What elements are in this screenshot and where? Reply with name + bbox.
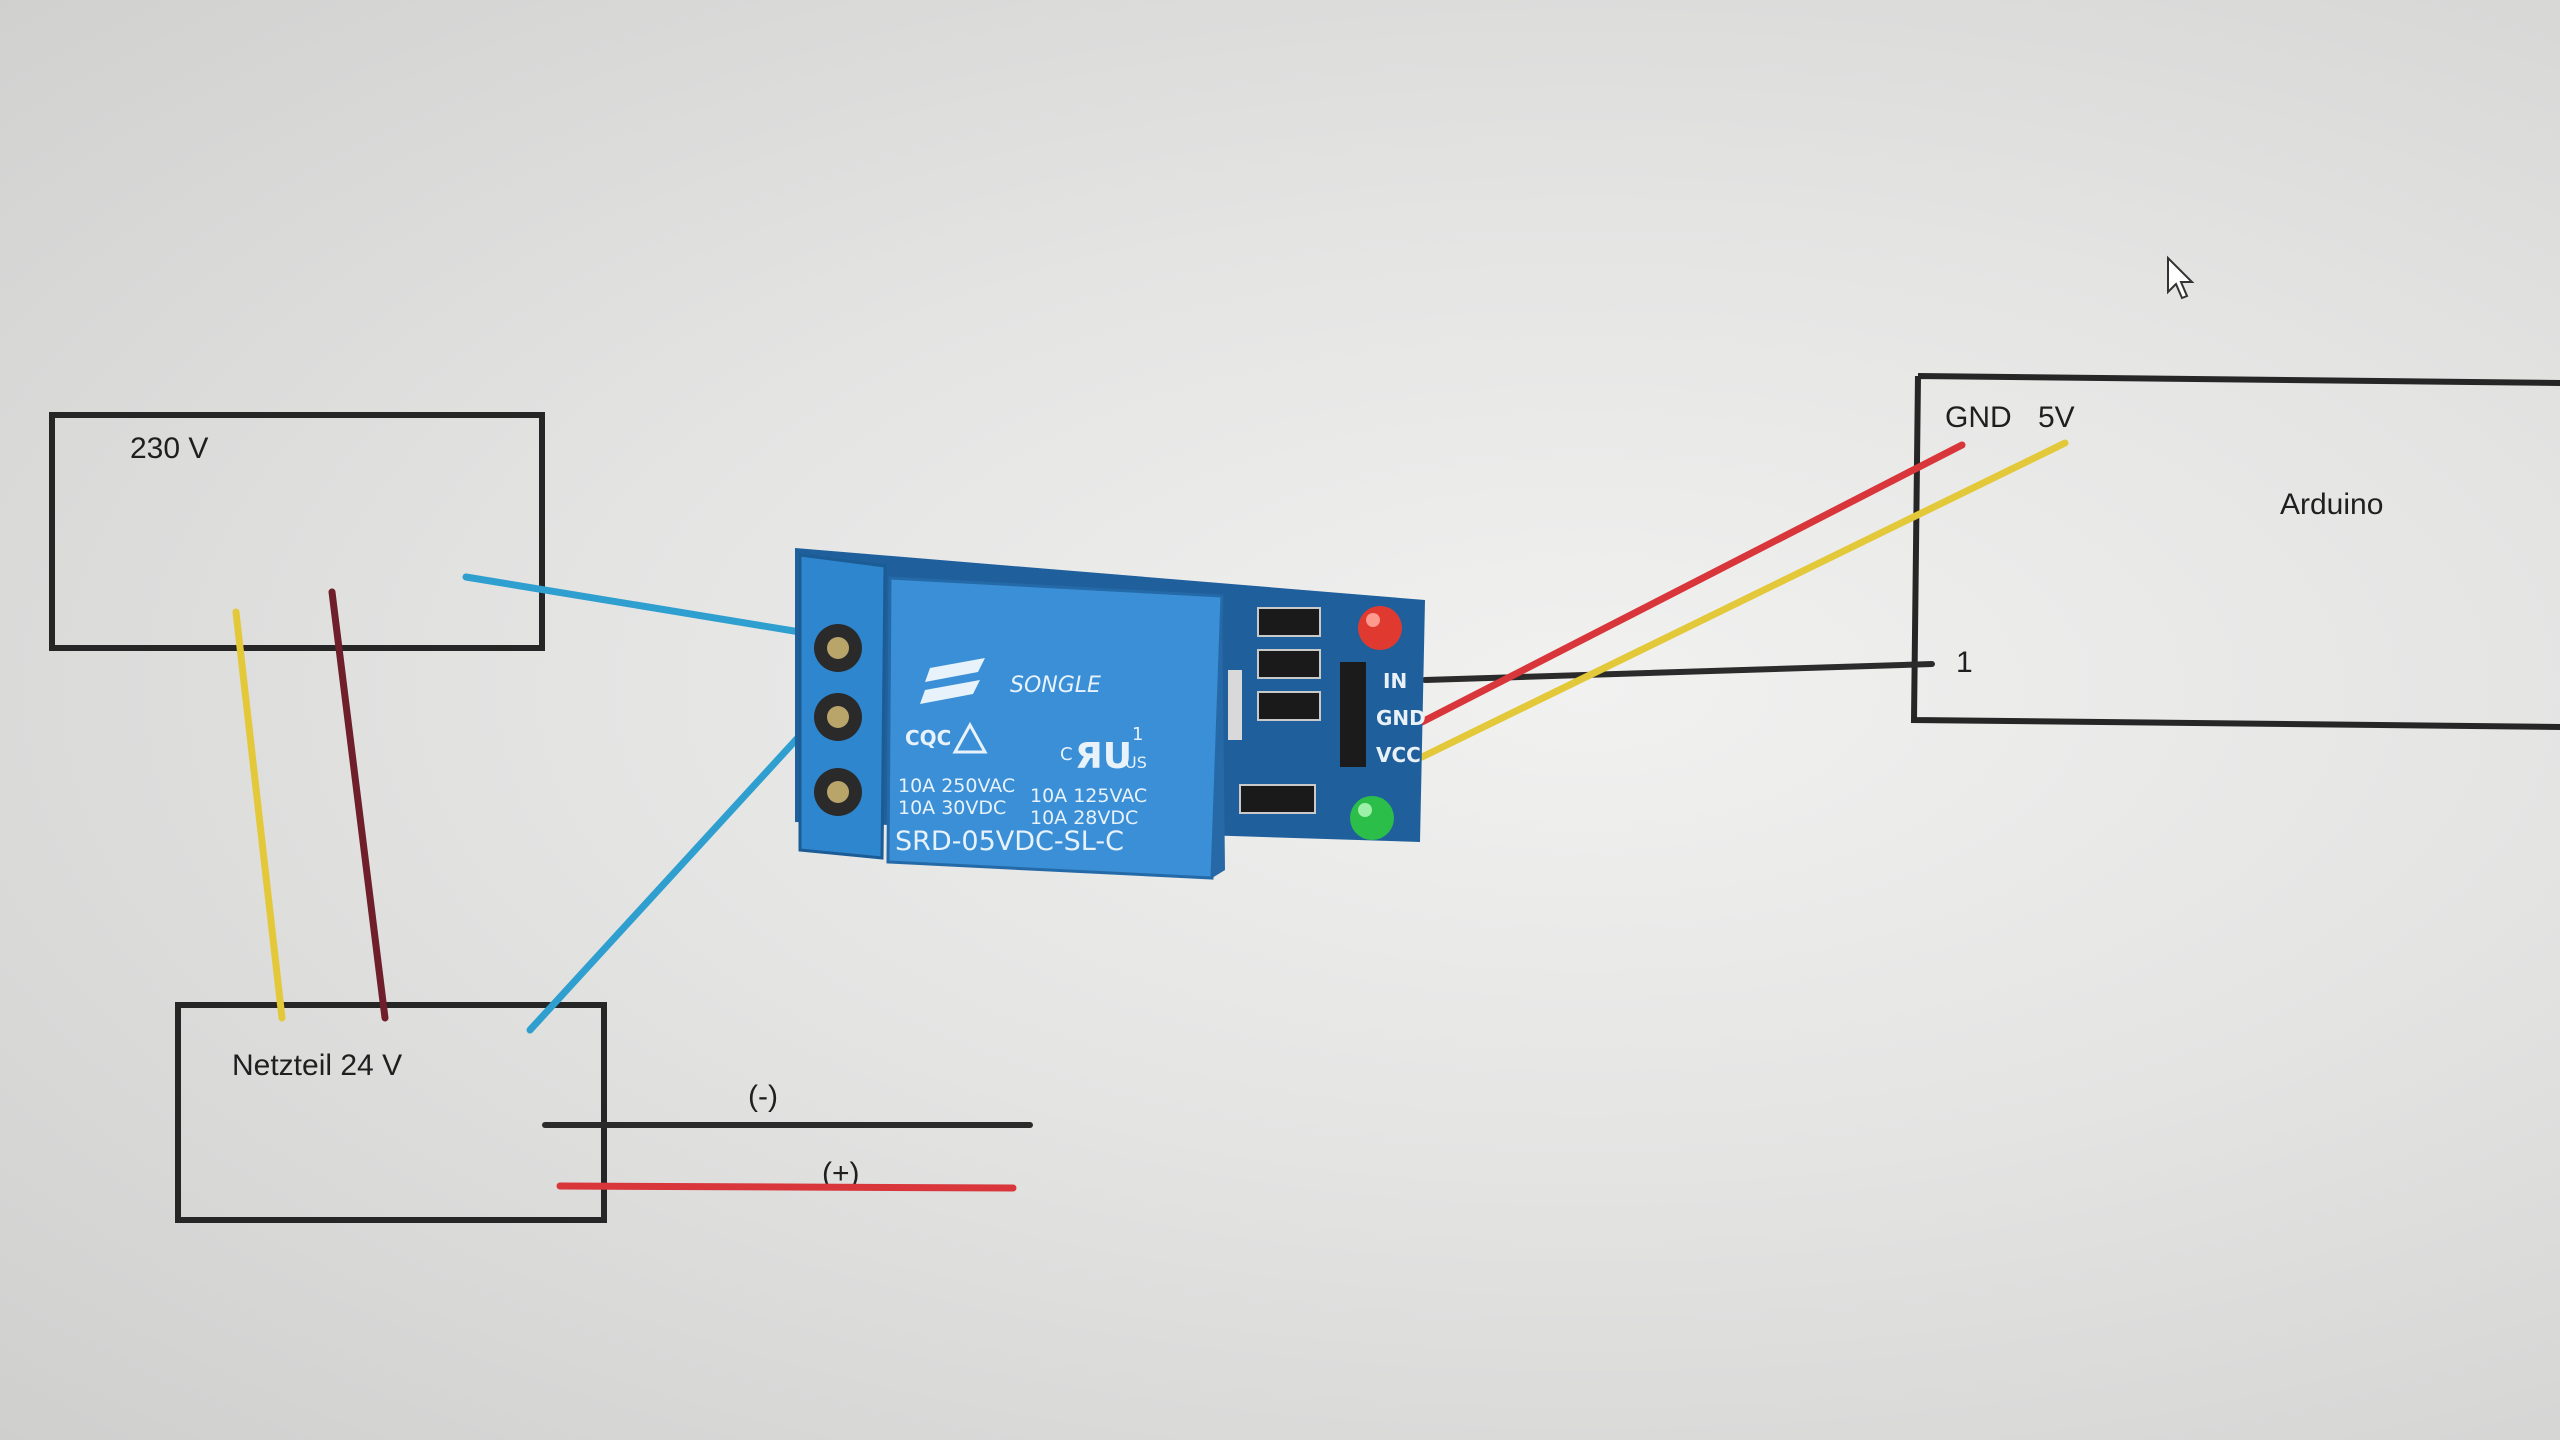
relay-pin-gnd: GND (1376, 706, 1426, 730)
blue-wire-mains-relay (462, 573, 804, 636)
relay-cert-cqc: CQC (905, 726, 951, 750)
ul-mark-icon: ЯU (1075, 736, 1132, 777)
psu-24v-box (175, 1002, 607, 1223)
mains-230v-box (49, 412, 545, 651)
relay-rating-1: 10A 250VAC (898, 775, 1015, 797)
status-led-green (1350, 796, 1394, 840)
pin-header (1340, 662, 1366, 767)
arduino-5v-label: 5V (2038, 401, 2075, 434)
relay-cert-us: US (1125, 753, 1147, 772)
relay-model: SRD-05VDC-SL-C (895, 826, 1124, 857)
relay-rating-4: 10A 28VDC (1030, 807, 1138, 829)
yellow-wire-vcc-5v (1418, 439, 2069, 761)
relay-rating-3: 10A 125VAC (1030, 785, 1147, 807)
relay-module: SONGLE CQC C ЯU 1 US 10A 250VAC 10A 30VD… (795, 548, 1426, 880)
power-led-red (1358, 606, 1402, 650)
mains-label: 230 V (130, 432, 208, 465)
relay-brand: SONGLE (1010, 673, 1101, 698)
psu-plus-wire (556, 1182, 1017, 1192)
relay-cert-one: 1 (1132, 724, 1143, 745)
blue-wire-psu-relay (526, 726, 809, 1034)
arduino-box (1910, 373, 2560, 730)
arduino-pin1-label: 1 (1956, 646, 1973, 679)
mouse-cursor-icon (2167, 255, 2195, 300)
terminal-screws (814, 624, 862, 816)
arduino-gnd-label: GND (1945, 401, 2012, 434)
relay-rating-2: 10A 30VDC (898, 797, 1006, 819)
psu-label: Netzteil 24 V (232, 1049, 402, 1082)
relay-pin-vcc: VCC (1376, 743, 1421, 767)
psu-minus-label: (-) (748, 1080, 778, 1113)
yellow-wire-mains-psu (232, 608, 286, 1022)
warning-triangle-icon (952, 721, 988, 754)
smd-components (1228, 607, 1321, 814)
arduino-label: Arduino (2280, 488, 2383, 521)
songle-logo-icon (920, 658, 985, 704)
red-wire-gnd (1418, 441, 1966, 726)
darkred-wire-mains-psu (328, 588, 389, 1022)
relay-pin-in: IN (1383, 669, 1407, 693)
relay-cert-c: C (1060, 744, 1073, 765)
